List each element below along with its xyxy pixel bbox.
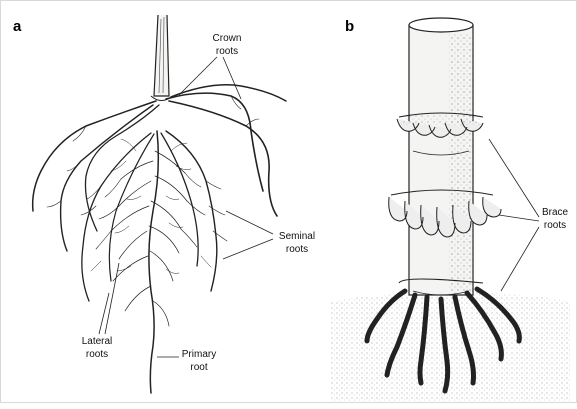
primary-root [149, 131, 158, 393]
label-lateral-line1: Lateral [82, 336, 113, 347]
label-crown-line1: Crown [213, 33, 242, 44]
maize-stalk [409, 18, 473, 295]
ground-surface [331, 292, 571, 401]
panel-b: b [331, 18, 571, 401]
label-primary-line1: Primary [182, 349, 216, 360]
shoot-stem [151, 15, 173, 101]
label-brace-line2: roots [544, 220, 566, 231]
panel-b-labels: Brace roots [542, 207, 569, 231]
label-seminal-line2: roots [286, 244, 308, 255]
label-crown-line2: roots [216, 46, 238, 57]
panel-a-labels: Crown roots Seminal roots Lateral roots … [82, 33, 315, 373]
panel-a: a [13, 15, 315, 393]
panel-b-letter: b [345, 18, 354, 35]
label-lateral-line2: roots [86, 349, 108, 360]
crown-roots [33, 85, 286, 251]
panel-a-leaders [99, 57, 273, 357]
panel-a-letter: a [13, 18, 22, 35]
label-brace-line1: Brace [542, 207, 569, 218]
label-seminal-line1: Seminal [279, 231, 315, 242]
label-primary-line2: root [190, 362, 207, 373]
